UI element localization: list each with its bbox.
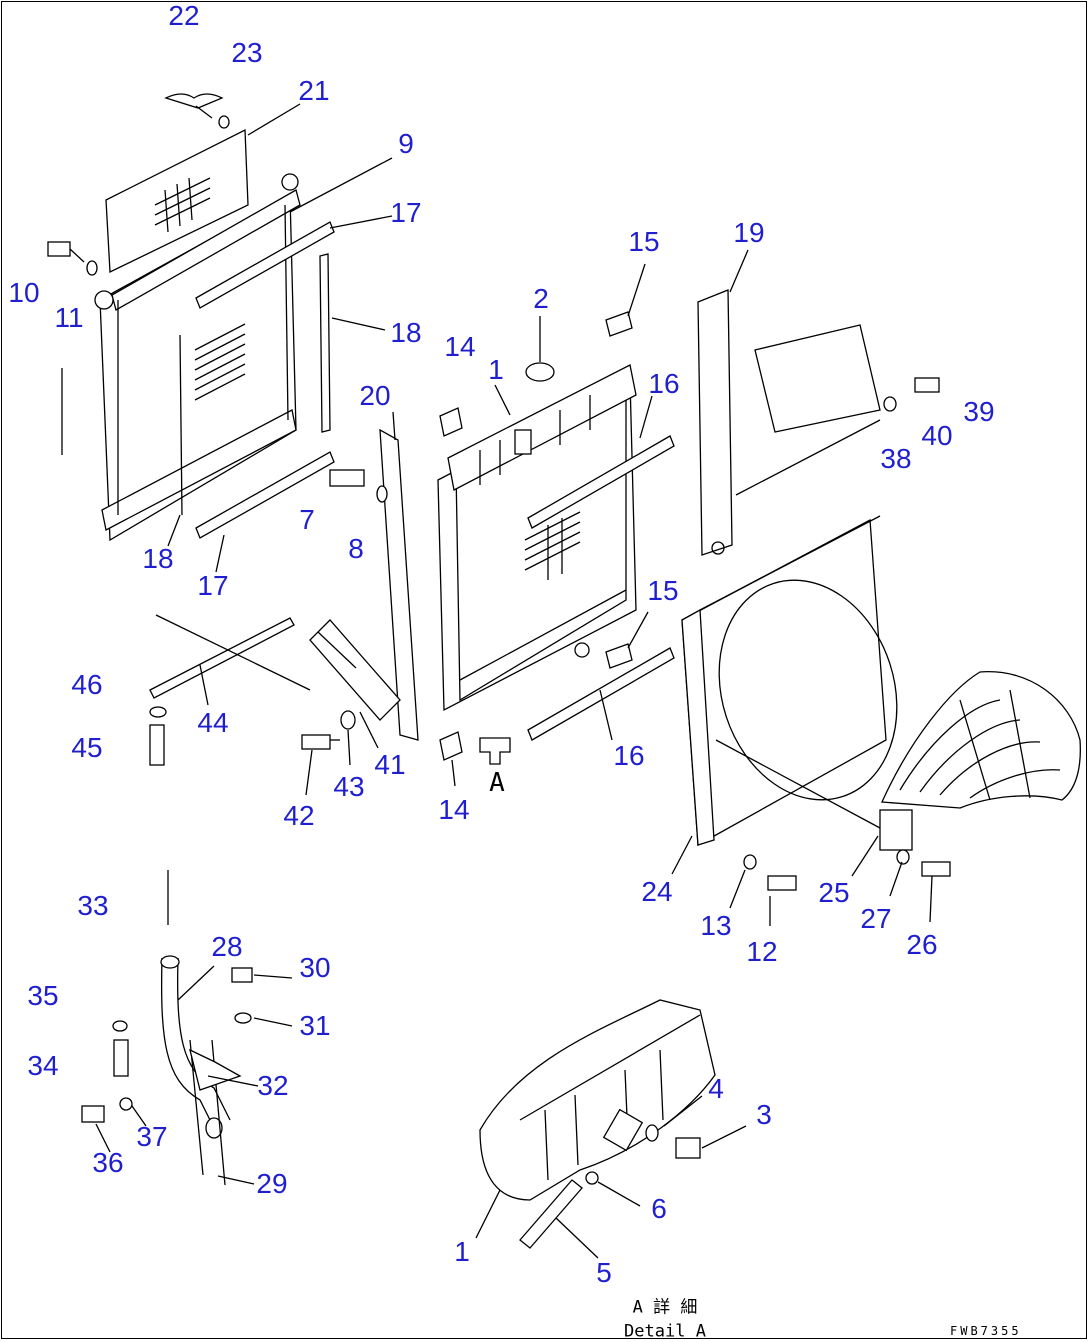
callout-10: 10 [8,277,40,308]
leader-lines [95,103,933,1259]
callout-14: 14 [444,331,476,362]
callout-44: 44 [197,707,229,738]
callout-16: 16 [613,740,645,771]
support-strut-19 [697,289,733,556]
callout-34: 34 [27,1050,59,1081]
callout-15: 15 [628,226,660,257]
callout-33: 33 [77,890,109,921]
callout-3: 3 [756,1099,772,1130]
callout-4: 4 [708,1073,724,1104]
callout-25: 25 [818,877,850,908]
callout-40: 40 [921,420,953,451]
mounting-bracket [301,428,419,750]
fan-guard [879,671,1081,877]
callout-18: 18 [142,543,174,574]
detail-caption-jp: A 詳 細 [632,1297,698,1318]
fan-shroud [681,515,898,891]
callout-1: 1 [454,1236,470,1267]
callout-14: 14 [438,794,470,825]
view-label-a: A [489,768,505,798]
callout-35: 35 [27,980,59,1011]
radiator-core [437,362,637,712]
callout-19: 19 [733,217,765,248]
callout-5: 5 [596,1257,612,1288]
callout-28: 28 [211,931,243,962]
callout-23: 23 [231,37,263,68]
callout-17: 17 [390,197,422,228]
detail-caption-en: Detail A [624,1321,706,1342]
grille-screen [105,128,249,274]
callout-7: 7 [299,504,315,535]
callout-18: 18 [390,317,422,348]
callout-37: 37 [136,1121,168,1152]
callout-45: 45 [71,732,103,763]
callout-11: 11 [54,302,84,333]
callout-20: 20 [359,380,391,411]
callout-42: 42 [283,800,315,831]
seal-strips-17-18 [195,221,335,539]
callout-2: 2 [533,283,549,314]
figure-code: FWB7355 [950,1324,1022,1338]
callout-32: 32 [257,1070,289,1101]
callout-31: 31 [299,1010,331,1041]
hose-assembly [81,870,253,1186]
callout-26: 26 [906,929,938,960]
callout-8: 8 [348,533,364,564]
callout-24: 24 [641,876,673,907]
view-arrow-a [479,737,511,765]
callout-13: 13 [700,910,732,941]
callout-6: 6 [651,1193,667,1224]
callout-36: 36 [92,1147,124,1178]
detail-a-tank [479,999,716,1249]
callout-16: 16 [648,368,680,399]
stay-rod-44 [149,614,311,766]
wing-bolt-22-washer-23 [164,93,230,129]
callout-38: 38 [880,443,912,474]
callout-43: 43 [333,771,365,802]
callout-29: 29 [256,1168,288,1199]
upper-bracket [735,324,940,496]
callout-39: 39 [963,396,995,427]
callout-1: 1 [488,354,504,385]
callout-21: 21 [298,75,330,106]
callout-9: 9 [398,128,414,159]
callout-30: 30 [299,952,331,983]
callout-41: 41 [374,749,406,780]
callout-27: 27 [860,903,892,934]
bolt-10-washer-11 [47,241,98,276]
callout-22: 22 [168,0,200,31]
callout-17: 17 [197,570,229,601]
callout-46: 46 [71,669,103,700]
callout-15: 15 [647,575,679,606]
callout-12: 12 [746,936,778,967]
